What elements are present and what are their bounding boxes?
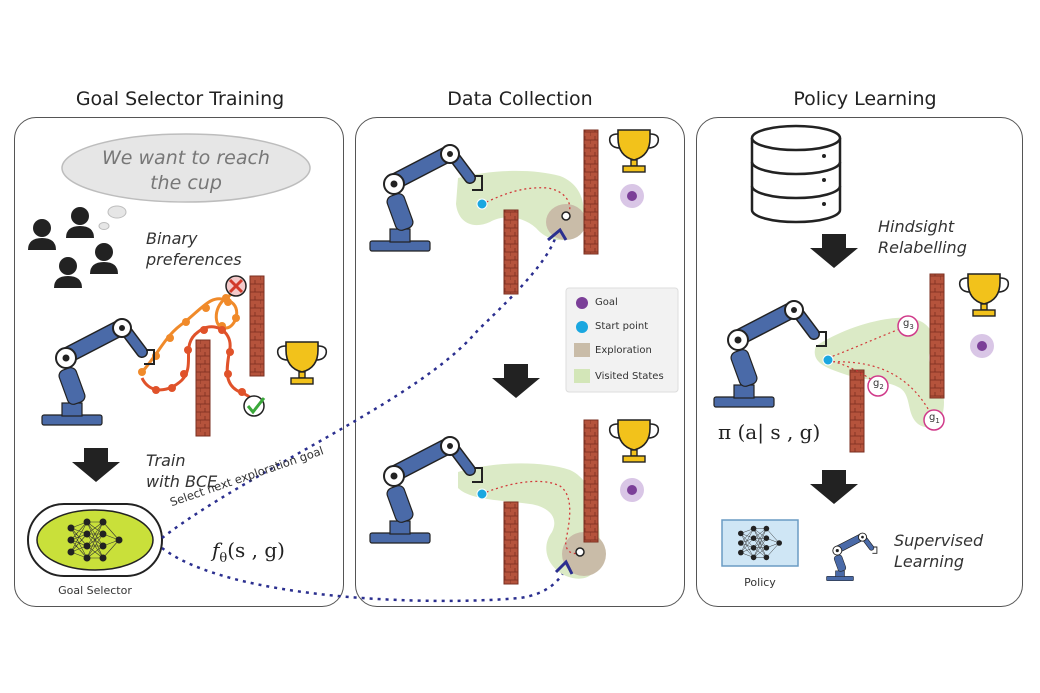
down-arrow-middle-icon — [492, 364, 540, 398]
brick-wall-tall — [249, 275, 265, 377]
g2-sub: 2 — [879, 383, 884, 391]
visited-states-policy — [814, 317, 944, 428]
orange-trajectory-points — [138, 294, 240, 376]
supervised-line-2: Learning — [894, 552, 965, 571]
exploration-goal-marker-bottom — [575, 547, 585, 557]
legend-swatch-visited — [574, 369, 590, 383]
brick-wall-policy-right — [929, 273, 945, 399]
exploration-region-top — [546, 204, 586, 240]
start-point-bottom — [476, 488, 488, 500]
relabel-trace-1 — [827, 325, 909, 359]
brick-wall-top-right — [583, 129, 599, 255]
thought-dot-large — [107, 205, 127, 219]
function-subscript: θ — [219, 551, 228, 566]
exploration-goal-marker-top — [561, 211, 571, 221]
trophy-top-icon — [608, 129, 660, 173]
start-point-policy — [822, 354, 834, 366]
trophy-bottom-icon — [608, 419, 660, 463]
goal-dot-bottom-icon — [620, 478, 644, 502]
cross-mark-icon — [225, 275, 247, 297]
down-arrow-icon — [72, 448, 120, 482]
robot-arm-policy-icon — [714, 301, 826, 407]
train-line-2: with BCE — [146, 472, 218, 491]
legend-exploration-label: Exploration — [595, 345, 652, 356]
hindsight-line-2: Relabelling — [878, 238, 967, 257]
legend-swatch-goal — [576, 297, 588, 309]
trophy-policy-icon — [958, 273, 1010, 317]
g2-circle — [867, 375, 889, 397]
small-robot-arm-icon — [827, 533, 877, 581]
binary-preferences-label: Binary preferences — [146, 228, 242, 270]
people-icons — [28, 207, 118, 288]
g1-letter: g — [929, 412, 936, 423]
train-line-1: Train — [146, 451, 186, 470]
thought-dot-small — [98, 222, 110, 230]
supervised-learning-label: Supervised Learning — [894, 530, 983, 572]
trophy-icon — [276, 341, 328, 385]
g1-circle — [923, 409, 945, 431]
down-arrow-hindsight-icon — [810, 234, 858, 268]
legend-swatch-start — [576, 321, 588, 333]
hindsight-relabelling-label: Hindsight Relabelling — [878, 216, 967, 258]
g3-label: g3 — [903, 318, 914, 331]
brick-wall-bottom-center — [503, 501, 519, 585]
exploration-trace-top — [481, 187, 571, 217]
relabel-trace-3 — [827, 361, 935, 421]
goal-dot-top-icon — [620, 184, 644, 208]
legend-swatch-exploration — [574, 343, 590, 357]
brick-wall-top-center — [503, 209, 519, 295]
supervised-line-1: Supervised — [894, 531, 984, 550]
legend-goal-label: Goal — [595, 297, 618, 308]
speech-line-1: We want to reach — [102, 147, 270, 169]
g2-label: g2 — [873, 378, 884, 391]
g2-letter: g — [873, 378, 880, 389]
database-icon — [750, 124, 842, 224]
policy-math: π (a| s , g) — [718, 420, 821, 444]
speech-line-2: the cup — [150, 172, 222, 194]
speech-text: We want to reach the cup — [64, 146, 308, 196]
legend-start-label: Start point — [595, 321, 649, 332]
speech-bubble — [61, 133, 311, 203]
g3-circle — [897, 315, 919, 337]
red-trajectory-points — [152, 326, 246, 396]
policy-learning-title: Policy Learning — [793, 88, 937, 110]
exploration-arrow-bottom-icon — [554, 559, 574, 575]
legend-box — [565, 287, 679, 393]
exploration-trace-bottom — [481, 480, 581, 555]
train-with-bce-label: Train with BCE — [146, 450, 217, 492]
function-args: (s , g) — [227, 538, 285, 562]
hindsight-line-1: Hindsight — [878, 217, 955, 236]
policy-label: Policy — [744, 576, 776, 589]
data-collection-title: Data Collection — [447, 88, 593, 110]
goal-selector-title: Goal Selector Training — [75, 88, 285, 110]
start-point-top — [476, 198, 488, 210]
down-arrow-supervised-icon — [810, 470, 858, 504]
binary-preferences-line-1: Binary — [146, 229, 198, 248]
g1-label: g1 — [929, 412, 940, 425]
brick-wall-short — [195, 339, 211, 437]
g1-sub: 1 — [935, 417, 940, 425]
exploration-arrow-top-icon — [547, 227, 568, 242]
selector-function: fθ(s , g) — [212, 538, 285, 566]
check-mark-icon — [243, 395, 266, 417]
dotted-path-lower — [161, 547, 568, 603]
goal-dot-policy-icon — [970, 334, 994, 358]
g3-letter: g — [903, 318, 910, 329]
binary-preferences-line-2: preferences — [146, 250, 242, 269]
brick-wall-policy-center — [849, 369, 865, 453]
goal-selector-label: Goal Selector — [58, 584, 132, 597]
legend-visited-label: Visited States — [595, 371, 664, 382]
g3-sub: 3 — [909, 323, 914, 331]
robot-arm-icon — [42, 319, 154, 425]
brick-wall-bottom-right — [583, 419, 599, 543]
function-name: f — [212, 538, 220, 562]
